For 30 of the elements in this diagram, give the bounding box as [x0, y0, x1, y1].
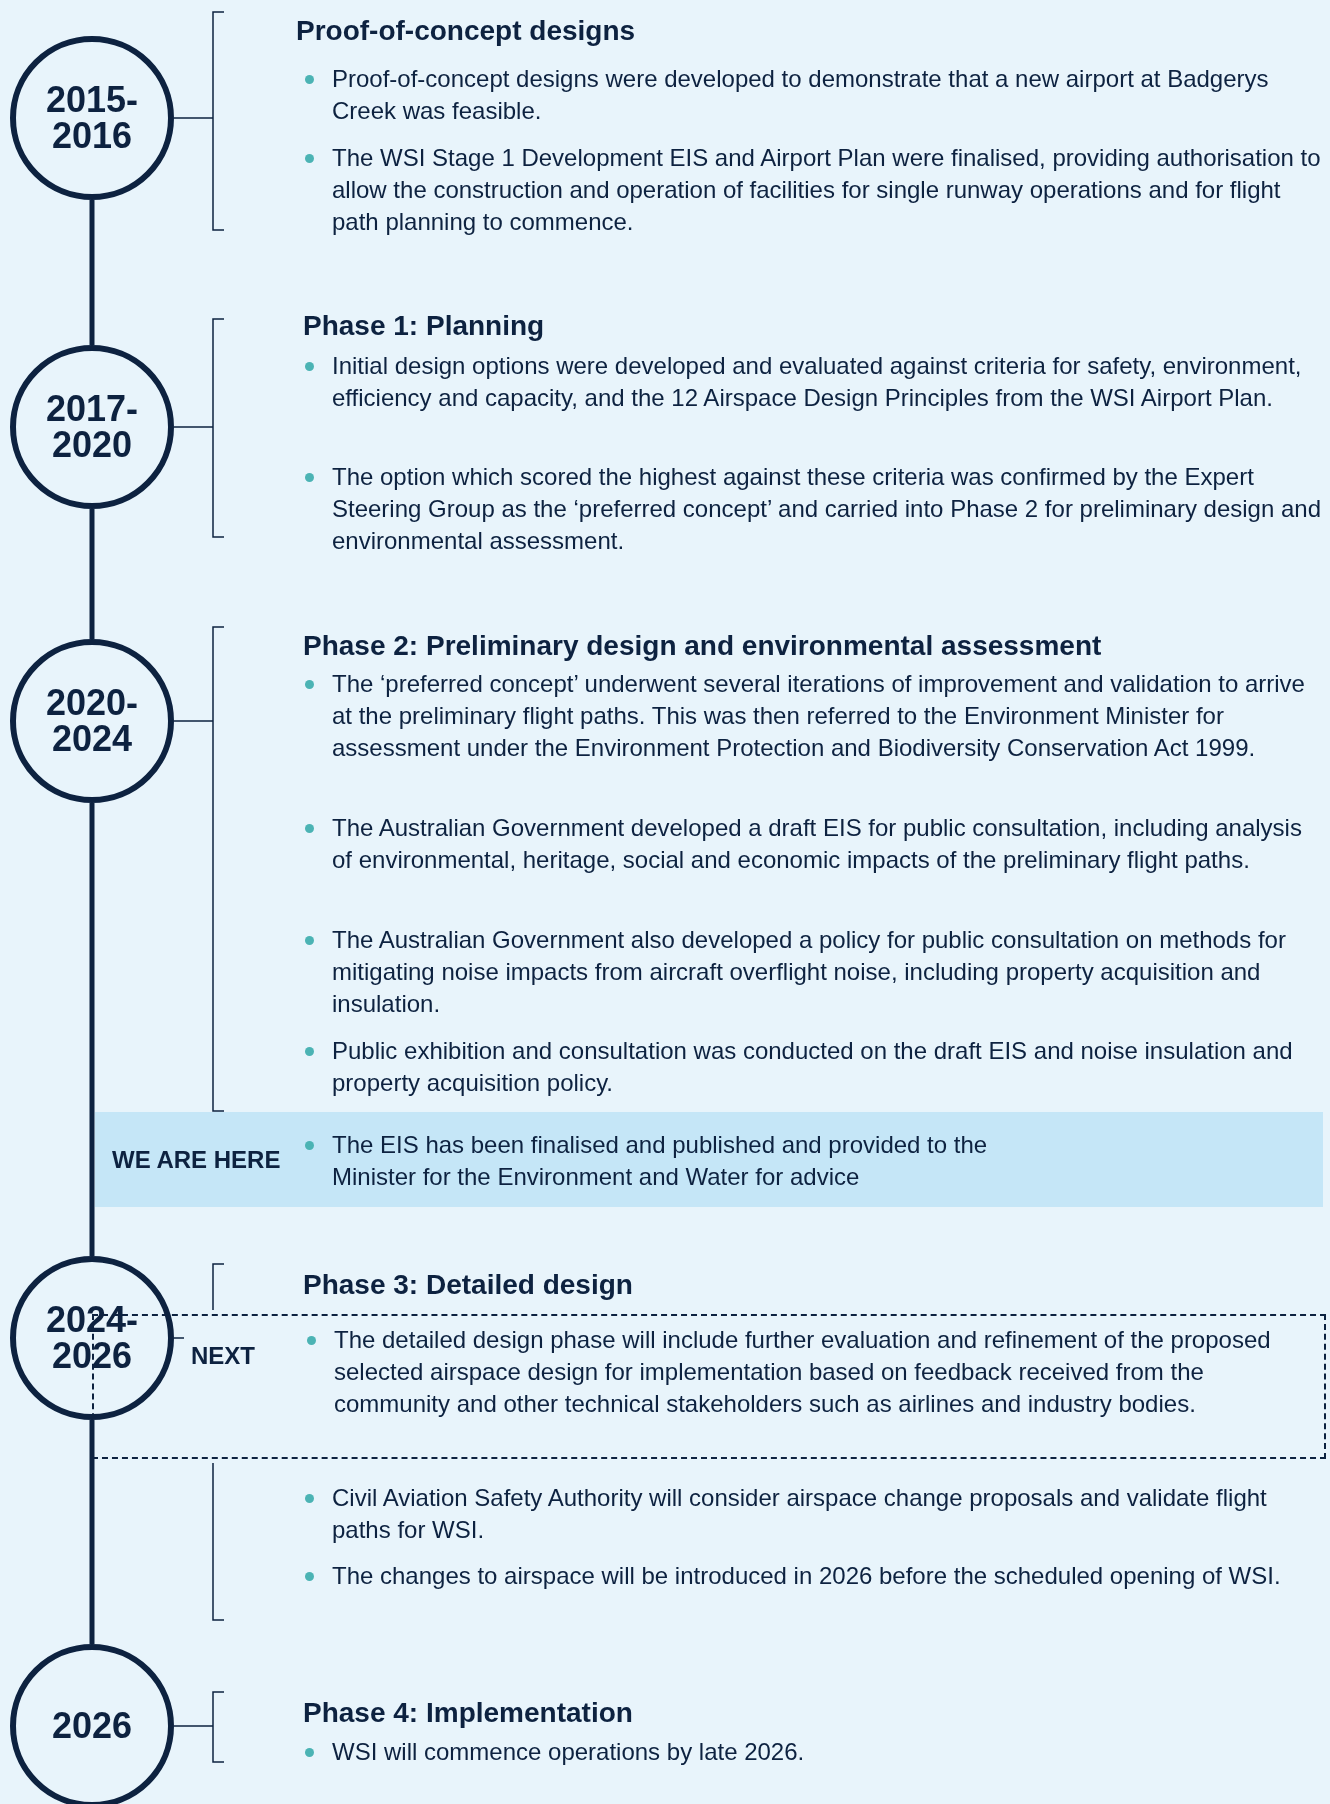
year-circle: 2020- 2024 — [10, 639, 174, 803]
bullet-text: The Australian Government also developed a policy for public consultation on methods for mitigating noise impacts from aircraft overflight noise, including property acquisition and insulation. — [332, 925, 1287, 1019]
year-circle: 2017- 2020 — [10, 345, 174, 509]
phase-heading: Phase 2: Preliminary design and environmental assessment — [303, 629, 1102, 663]
timeline-line — [89, 509, 95, 639]
bullet-text: The WSI Stage 1 Development EIS and Airport Plan were finalised, providing authorisation to allow the construction and operation of facilities for single runway operations and for flight path planning to commence. — [332, 143, 1322, 237]
phase-heading: Phase 1: Planning — [303, 309, 545, 343]
bullet-text: The changes to airspace will be introduced in 2026 before the scheduled opening of WSI. — [332, 1561, 1282, 1591]
timeline-line — [89, 1420, 95, 1644]
year-circle: 2015- 2016 — [10, 36, 174, 200]
year-circle: 2026 — [10, 1644, 174, 1804]
bullet-text: Public exhibition and consultation was conducted on the draft EIS and noise insulation and property acquisition policy. — [332, 1036, 1294, 1098]
phase-heading: Proof-of-concept designs — [296, 14, 636, 48]
bullet-text: Initial design options were developed and evaluated against criteria for safety, environment, efficiency and capacity, and the 12 Airspace Design Principles from the WSI Airport Plan. — [332, 351, 1303, 413]
timeline-line — [89, 200, 95, 345]
bullet-text: The option which scored the highest against these criteria was confirmed by the Expert Steering Group as the ‘preferred concept’ and carried into Phase 2 for preliminary design and environmental assessment. — [332, 462, 1322, 556]
highlight-band — [95, 1112, 1323, 1207]
bullet-text: The Australian Government developed a draft EIS for public consultation, including analysis of environmental, heritage, social and economic impacts of the preliminary flight paths. — [332, 813, 1303, 875]
status-label: WE ARE HERE — [112, 1146, 281, 1174]
phase-heading: Phase 4: Implementation — [303, 1696, 633, 1730]
timeline-line — [89, 803, 95, 1256]
bullet-text: Proof-of-concept designs were developed to demonstrate that a new airport at Badgerys Creek was feasible. — [332, 64, 1270, 126]
bullet-text: Civil Aviation Safety Authority will consider airspace change proposals and validate flight paths for WSI. — [332, 1483, 1268, 1545]
bullet-text: The detailed design phase will include further evaluation and refinement of the proposed selected airspace design for implementation based on feedback received from the community and other technical stakeholders such as airlines and industry bodies. — [334, 1325, 1272, 1419]
bullet-text: WSI will commence operations by late 2026. — [332, 1737, 806, 1767]
bullet-text: The ‘preferred concept’ underwent several iterations of improvement and validation to arrive at the preliminary flight paths. This was then referred to the Environment Minister for assessment under the Environment Protection and Biodiversity Conservation Act 1999. — [332, 669, 1306, 763]
phase-heading: Phase 3: Detailed design — [303, 1268, 633, 1302]
bullet-text: The EIS has been finalised and published and provided to the Minister for the Environment and Water for advice — [332, 1130, 989, 1192]
year-circle: 2024- 2026 — [10, 1256, 174, 1420]
next-label: NEXT — [191, 1342, 255, 1370]
